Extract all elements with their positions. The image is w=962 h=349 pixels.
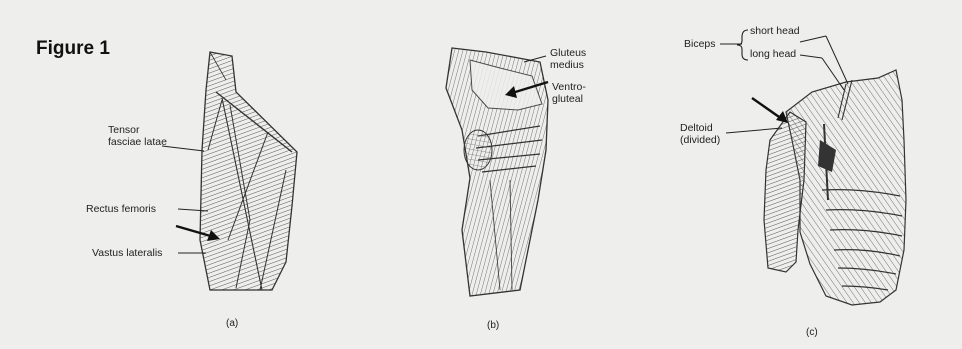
label-long-head: long head (750, 48, 796, 60)
thigh-drawing (200, 52, 297, 290)
shoulder-drawing (764, 70, 906, 305)
label-short-head: short head (750, 25, 800, 37)
caption-c: (c) (806, 327, 818, 338)
label-vastus-lateralis: Vastus lateralis (92, 247, 162, 259)
label-gluteus-medius: Gluteus medius (550, 47, 586, 71)
caption-a: (a) (226, 318, 238, 329)
label-tensor-fasciae-latae: Tensor fasciae latae (108, 124, 167, 148)
caption-b: (b) (487, 320, 499, 331)
biceps-bracket (737, 30, 748, 60)
arrow-icon (752, 98, 788, 123)
label-rectus-femoris: Rectus femoris (86, 203, 156, 215)
label-biceps: Biceps (684, 38, 716, 50)
hip-drawing (446, 48, 548, 296)
label-deltoid-divided: Deltoid (divided) (680, 122, 720, 146)
label-ventrogluteal: Ventro- gluteal (552, 81, 586, 105)
